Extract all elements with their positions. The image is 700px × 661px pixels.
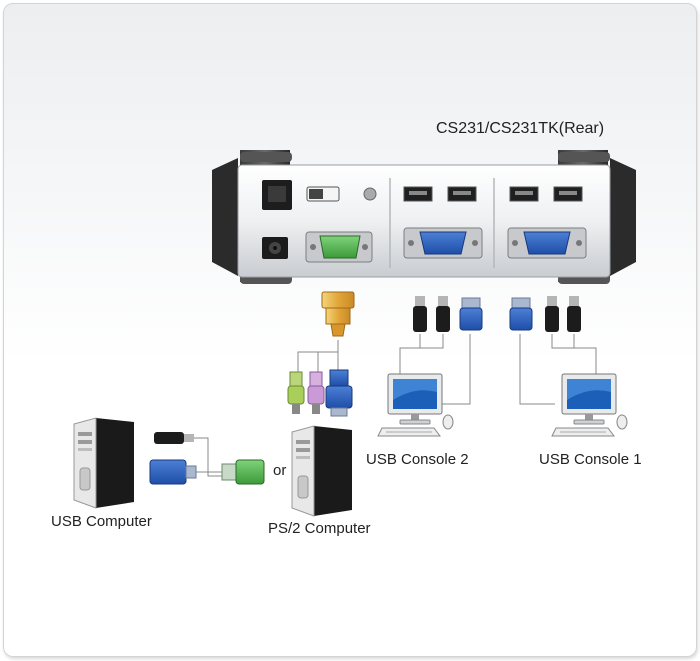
power-jack	[262, 237, 288, 259]
label-usb-console-1: USB Console 1	[539, 451, 642, 468]
usb-plug-console-1-a	[545, 296, 559, 332]
switch-body	[237, 164, 611, 278]
usb-plug-console-2-a	[413, 296, 427, 332]
diagram-frame	[3, 3, 697, 657]
usb-ports-console-1	[509, 186, 583, 202]
vga-port-computer	[305, 231, 373, 263]
ps2-computer-tower	[291, 425, 352, 517]
vga-port-console-2	[403, 227, 483, 259]
vga-plug-computer	[321, 291, 355, 337]
console-2-workstation	[377, 373, 454, 437]
ps2-keyboard-plug	[287, 371, 305, 414]
usb-plug-console-1-b	[567, 296, 581, 332]
label-or: or	[273, 462, 287, 479]
console-1-workstation	[551, 373, 628, 437]
device-title: CS231/CS231TK(Rear)	[436, 120, 605, 137]
vga-port-console-1	[507, 227, 587, 259]
label-usb-console-2: USB Console 2	[366, 451, 469, 468]
cable-lines	[192, 334, 597, 477]
usb-ports-console-2	[403, 186, 477, 202]
usb-computer-tower	[73, 417, 134, 509]
label-usb-computer: USB Computer	[51, 513, 152, 530]
vga-plug-usb-computer	[149, 459, 197, 485]
vga-plug-console-2	[459, 297, 483, 331]
label-ps2-computer: PS/2 Computer	[268, 520, 371, 537]
vga-adapter-green	[221, 459, 265, 485]
vga-plug-console-1	[509, 297, 533, 331]
kvm-switch	[212, 150, 636, 284]
usb-plug-console-2-b	[436, 296, 450, 332]
vga-plug-ps2-side	[325, 369, 353, 417]
rj11-port	[262, 180, 292, 210]
ps2-mouse-plug	[307, 371, 325, 414]
slide-switch	[306, 186, 340, 202]
usb-plug-computer	[154, 432, 194, 444]
led-indicator	[363, 187, 377, 201]
